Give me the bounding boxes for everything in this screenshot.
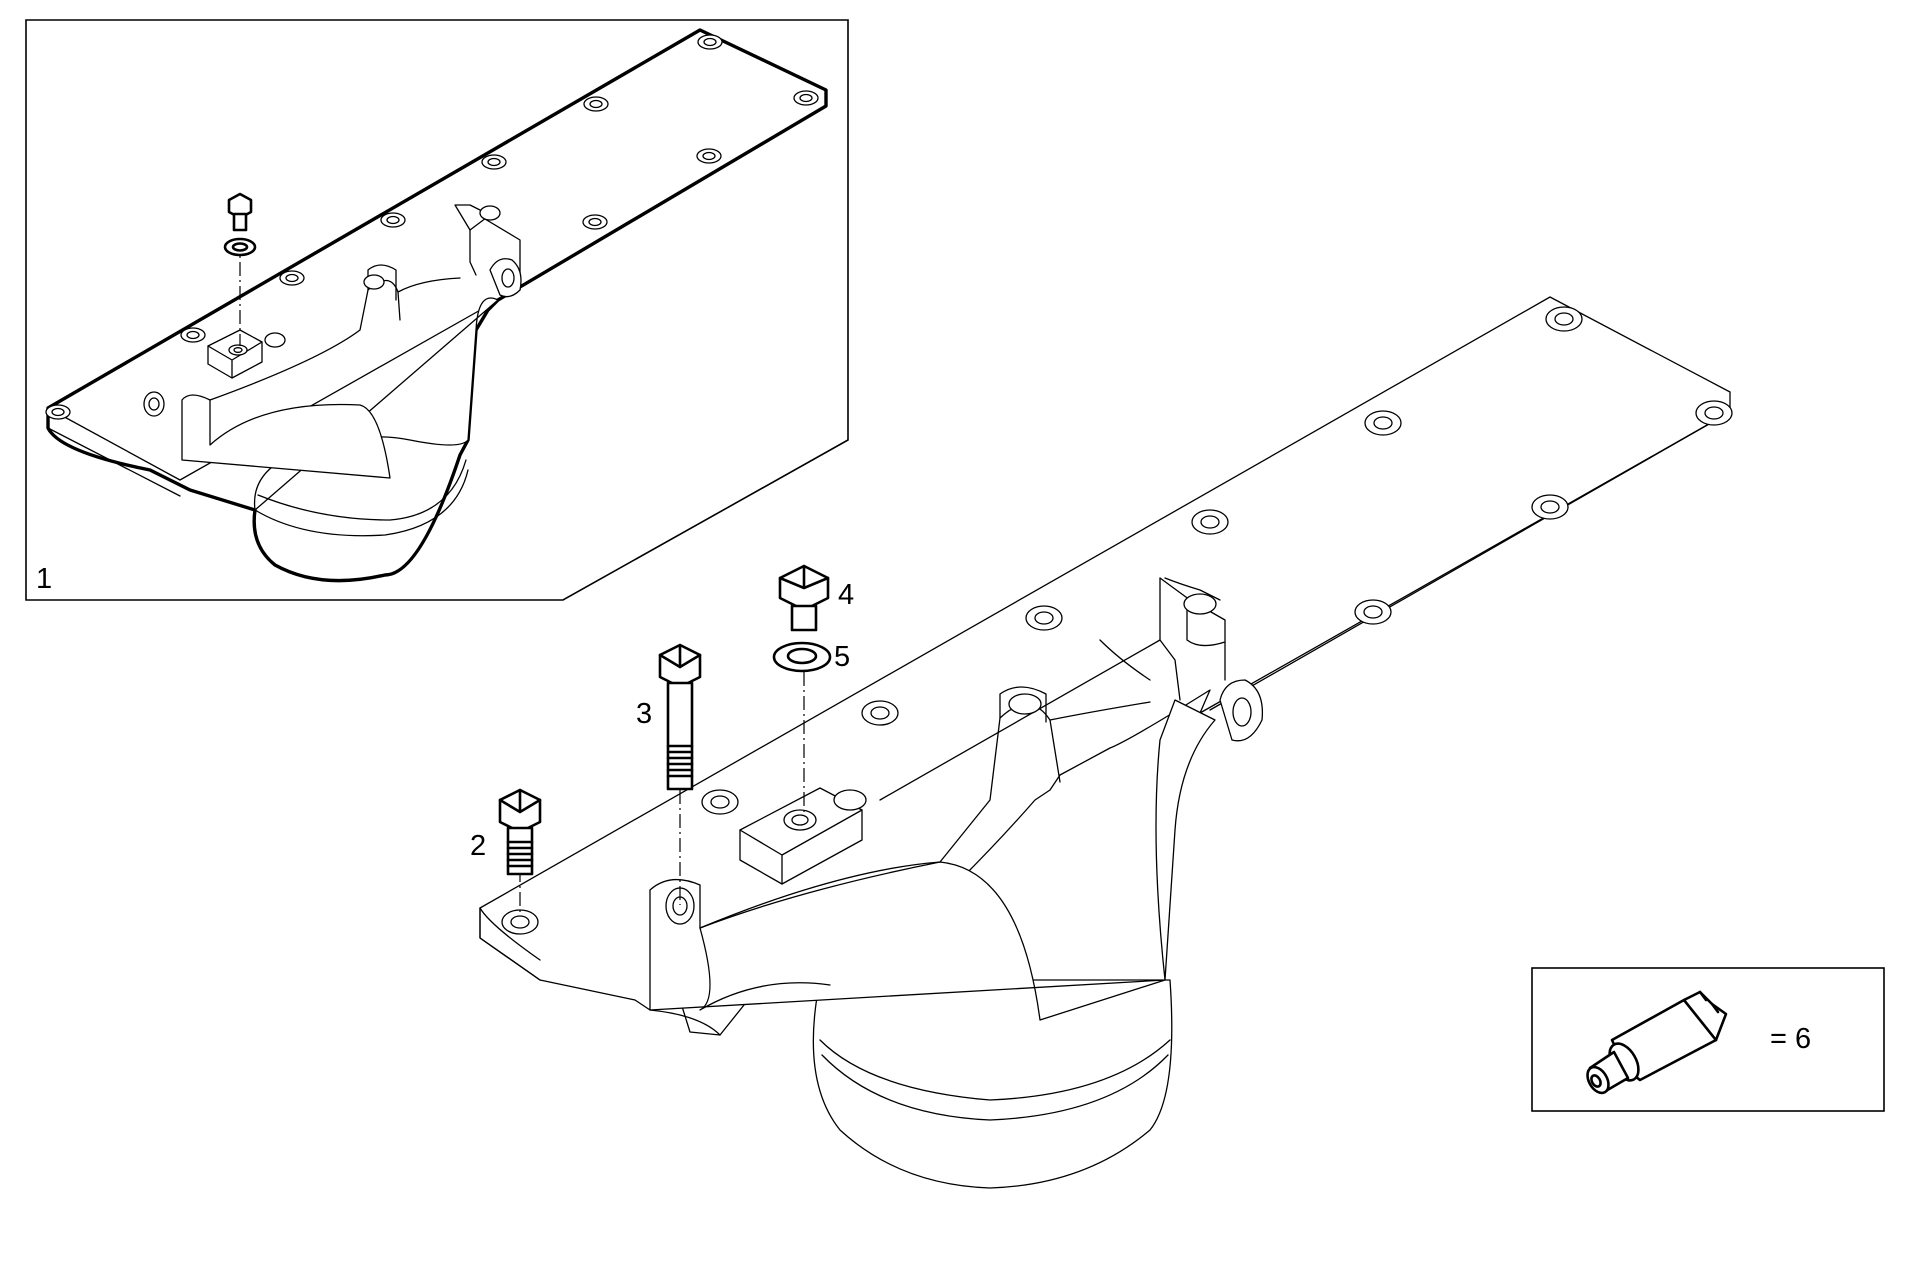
callout-4-label: 4	[838, 579, 854, 611]
main-cover-drawing	[479, 296, 1733, 1189]
assembly-inset: 1	[25, 19, 849, 601]
main-duct-bell	[812, 979, 1173, 1189]
callout-2-label: 2	[470, 830, 486, 862]
callout-5-label: 5	[834, 641, 850, 673]
part-4-bolt	[778, 564, 830, 632]
sealant-legend: = 6	[1531, 967, 1885, 1112]
inset-flange-holes	[45, 34, 819, 420]
part-3-bolt	[658, 643, 702, 905]
inset-small-bolt	[223, 192, 257, 346]
sealant-tube-icon	[1586, 990, 1728, 1095]
part-2-bolt	[498, 788, 542, 912]
part-5-washer	[772, 641, 832, 812]
inset-duct-neck	[181, 394, 391, 479]
main-mounting-pad	[739, 787, 863, 885]
inset-cover-drawing	[45, 28, 828, 583]
legend-equals-text: = 6	[1770, 1023, 1811, 1055]
main-flange-holes	[501, 306, 1733, 935]
callout-3-label: 3	[636, 698, 652, 730]
callout-1-label: 1	[36, 563, 52, 595]
